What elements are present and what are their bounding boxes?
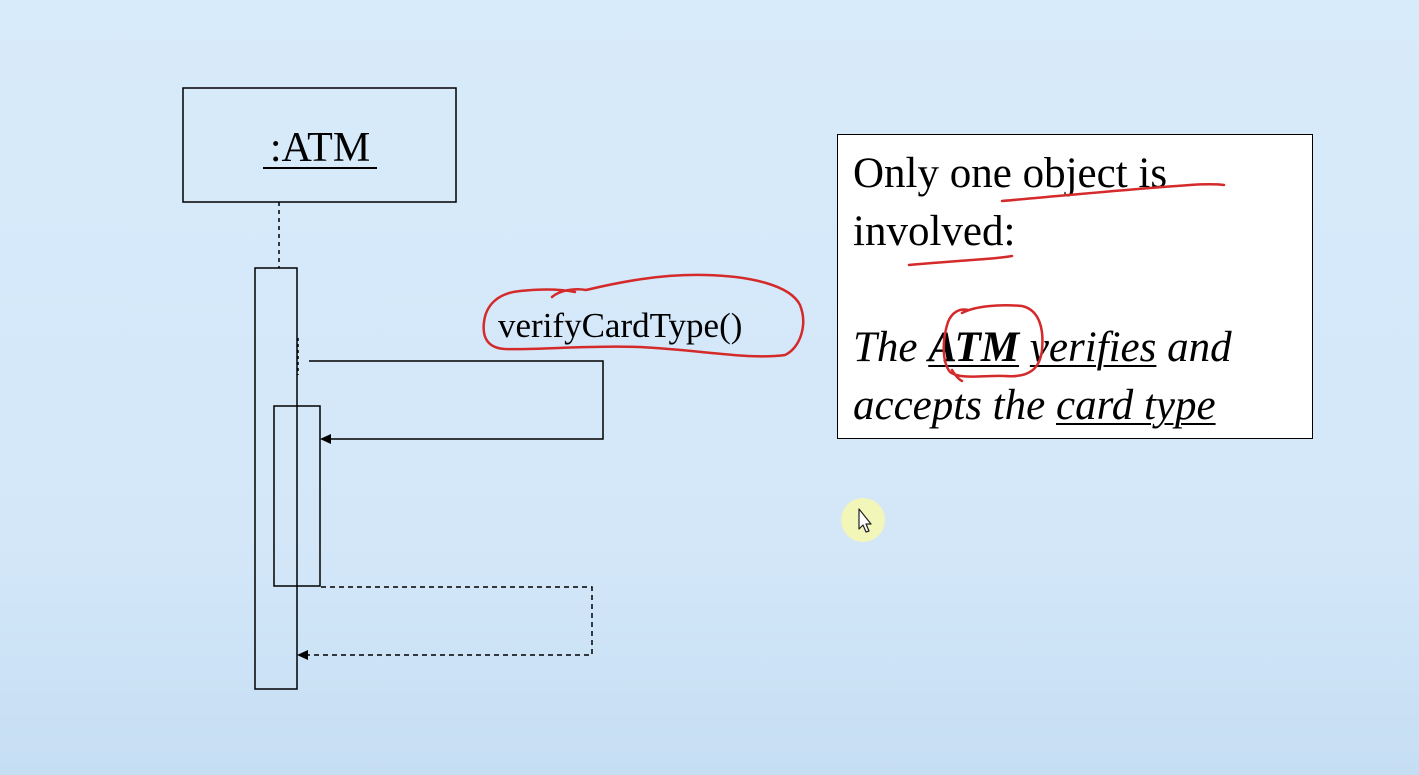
- note-word-the: The: [853, 324, 918, 371]
- object-box: [182, 87, 457, 203]
- note-word-and: and: [1167, 324, 1232, 371]
- note-line-4: accepts the card type: [853, 377, 1312, 435]
- object-label: :ATM: [270, 125, 370, 171]
- return-message-arrow: [297, 586, 593, 660]
- note-word-accepts: accepts the: [853, 382, 1046, 429]
- message-label: verifyCardType(): [498, 306, 742, 345]
- self-message-arrow: [309, 360, 604, 444]
- note-line-3: The ATM verifies and: [853, 319, 1312, 377]
- activation-bar: [254, 267, 298, 690]
- mouse-pointer-icon: [841, 498, 885, 542]
- note-word-atm: ATM: [928, 324, 1020, 371]
- nested-activation-bar: [273, 405, 321, 587]
- note-word-card-type: card type: [1055, 382, 1216, 429]
- note-spacer: [853, 261, 1312, 319]
- note-box: Only one object is involved: The ATM ver…: [837, 134, 1313, 439]
- note-line-1: Only one object is: [853, 150, 1168, 197]
- note-word-verifies: verifies: [1029, 324, 1157, 371]
- note-line-2: involved:: [853, 208, 1016, 255]
